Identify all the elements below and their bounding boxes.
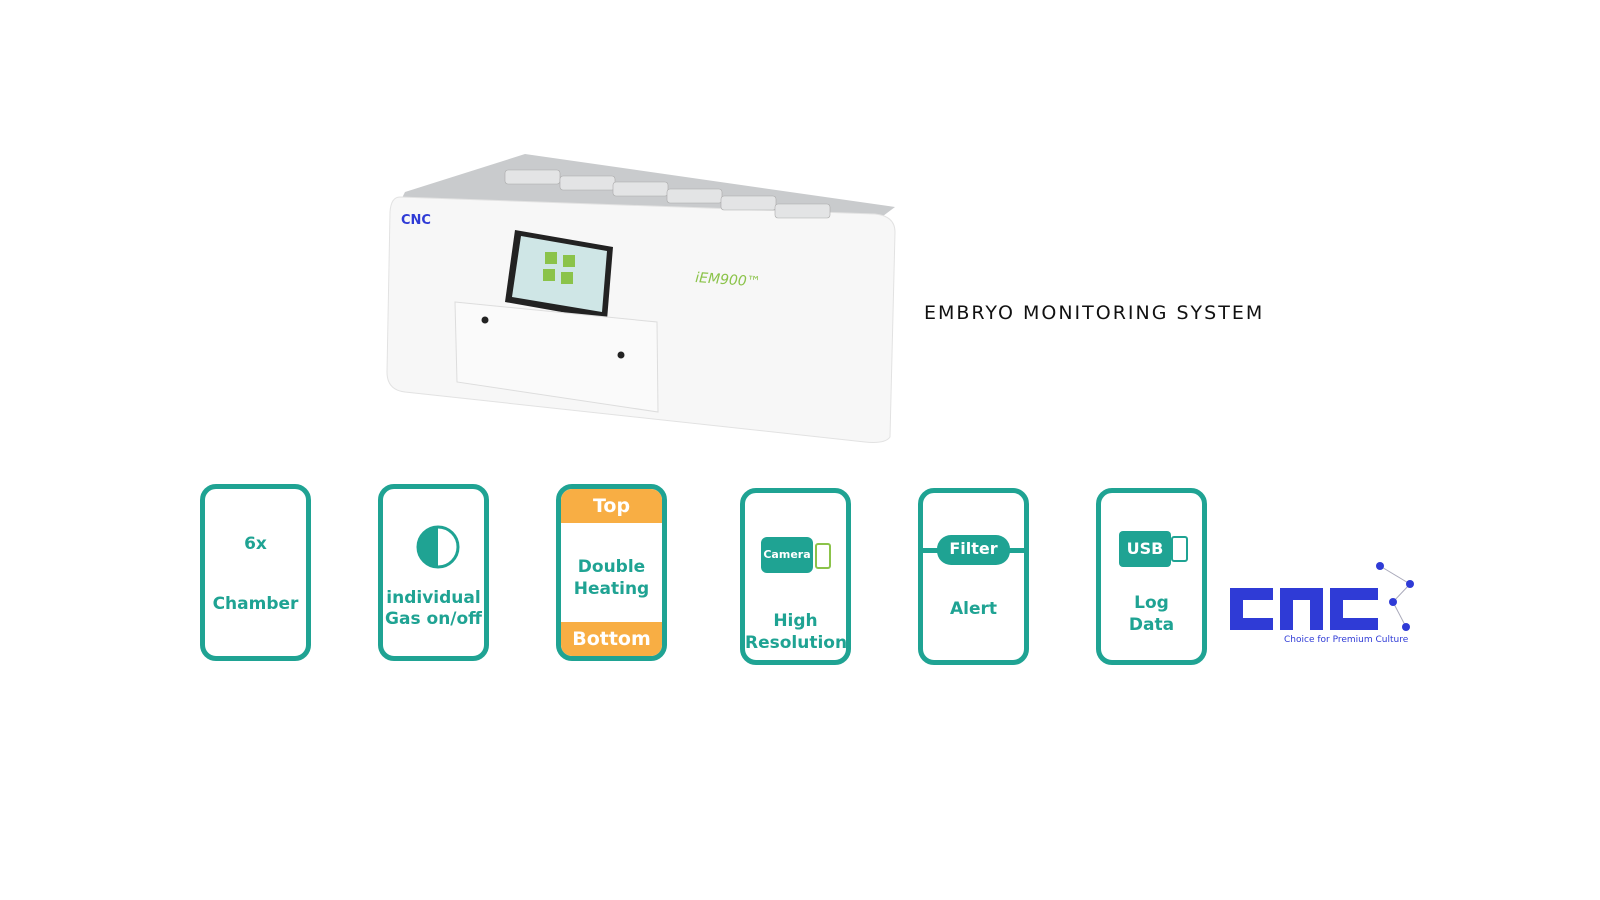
feature-label: individual <box>386 588 481 608</box>
cnc-logo: Choice for Premium Culture <box>1230 562 1414 645</box>
feature-label: Chamber <box>212 594 299 614</box>
incubator-device-image: CNC iEM900™ <box>386 154 896 443</box>
feature-label: High <box>773 611 818 631</box>
device-logo: CNC <box>401 213 431 228</box>
half-circle-icon <box>416 525 460 569</box>
feature-card-usb: USB Log Data <box>1096 488 1207 665</box>
feature-label: Resolution <box>745 633 848 653</box>
logo-tagline: Choice for Premium Culture <box>1284 635 1409 645</box>
feature-label: Log <box>1134 593 1169 613</box>
page-title: EMBRYO MONITORING SYSTEM <box>924 302 1265 324</box>
camera-icon: Camera <box>761 537 813 573</box>
feature-card-camera: Camera High Resolution <box>740 488 851 665</box>
feature-label: Alert <box>949 599 998 619</box>
bottom-band: Bottom <box>561 622 662 656</box>
feature-label: Data <box>1128 615 1175 635</box>
top-band: Top <box>561 489 662 523</box>
feature-label: Heating <box>573 579 650 599</box>
feature-card-heating: Top Double Heating Bottom <box>556 484 667 661</box>
feature-label: Double <box>577 557 646 577</box>
feature-card-filter: Filter Alert <box>918 488 1029 665</box>
camera-lens-icon <box>815 543 831 569</box>
feature-label: Gas on/off <box>385 609 482 629</box>
filter-badge: Filter <box>937 535 1010 565</box>
usb-icon: USB <box>1119 531 1171 567</box>
feature-card-gas: individual Gas on/off <box>378 484 489 661</box>
chamber-count: 6x <box>244 534 267 554</box>
device-model: iEM900™ <box>695 270 762 291</box>
feature-card-chamber: 6x Chamber <box>200 484 311 661</box>
